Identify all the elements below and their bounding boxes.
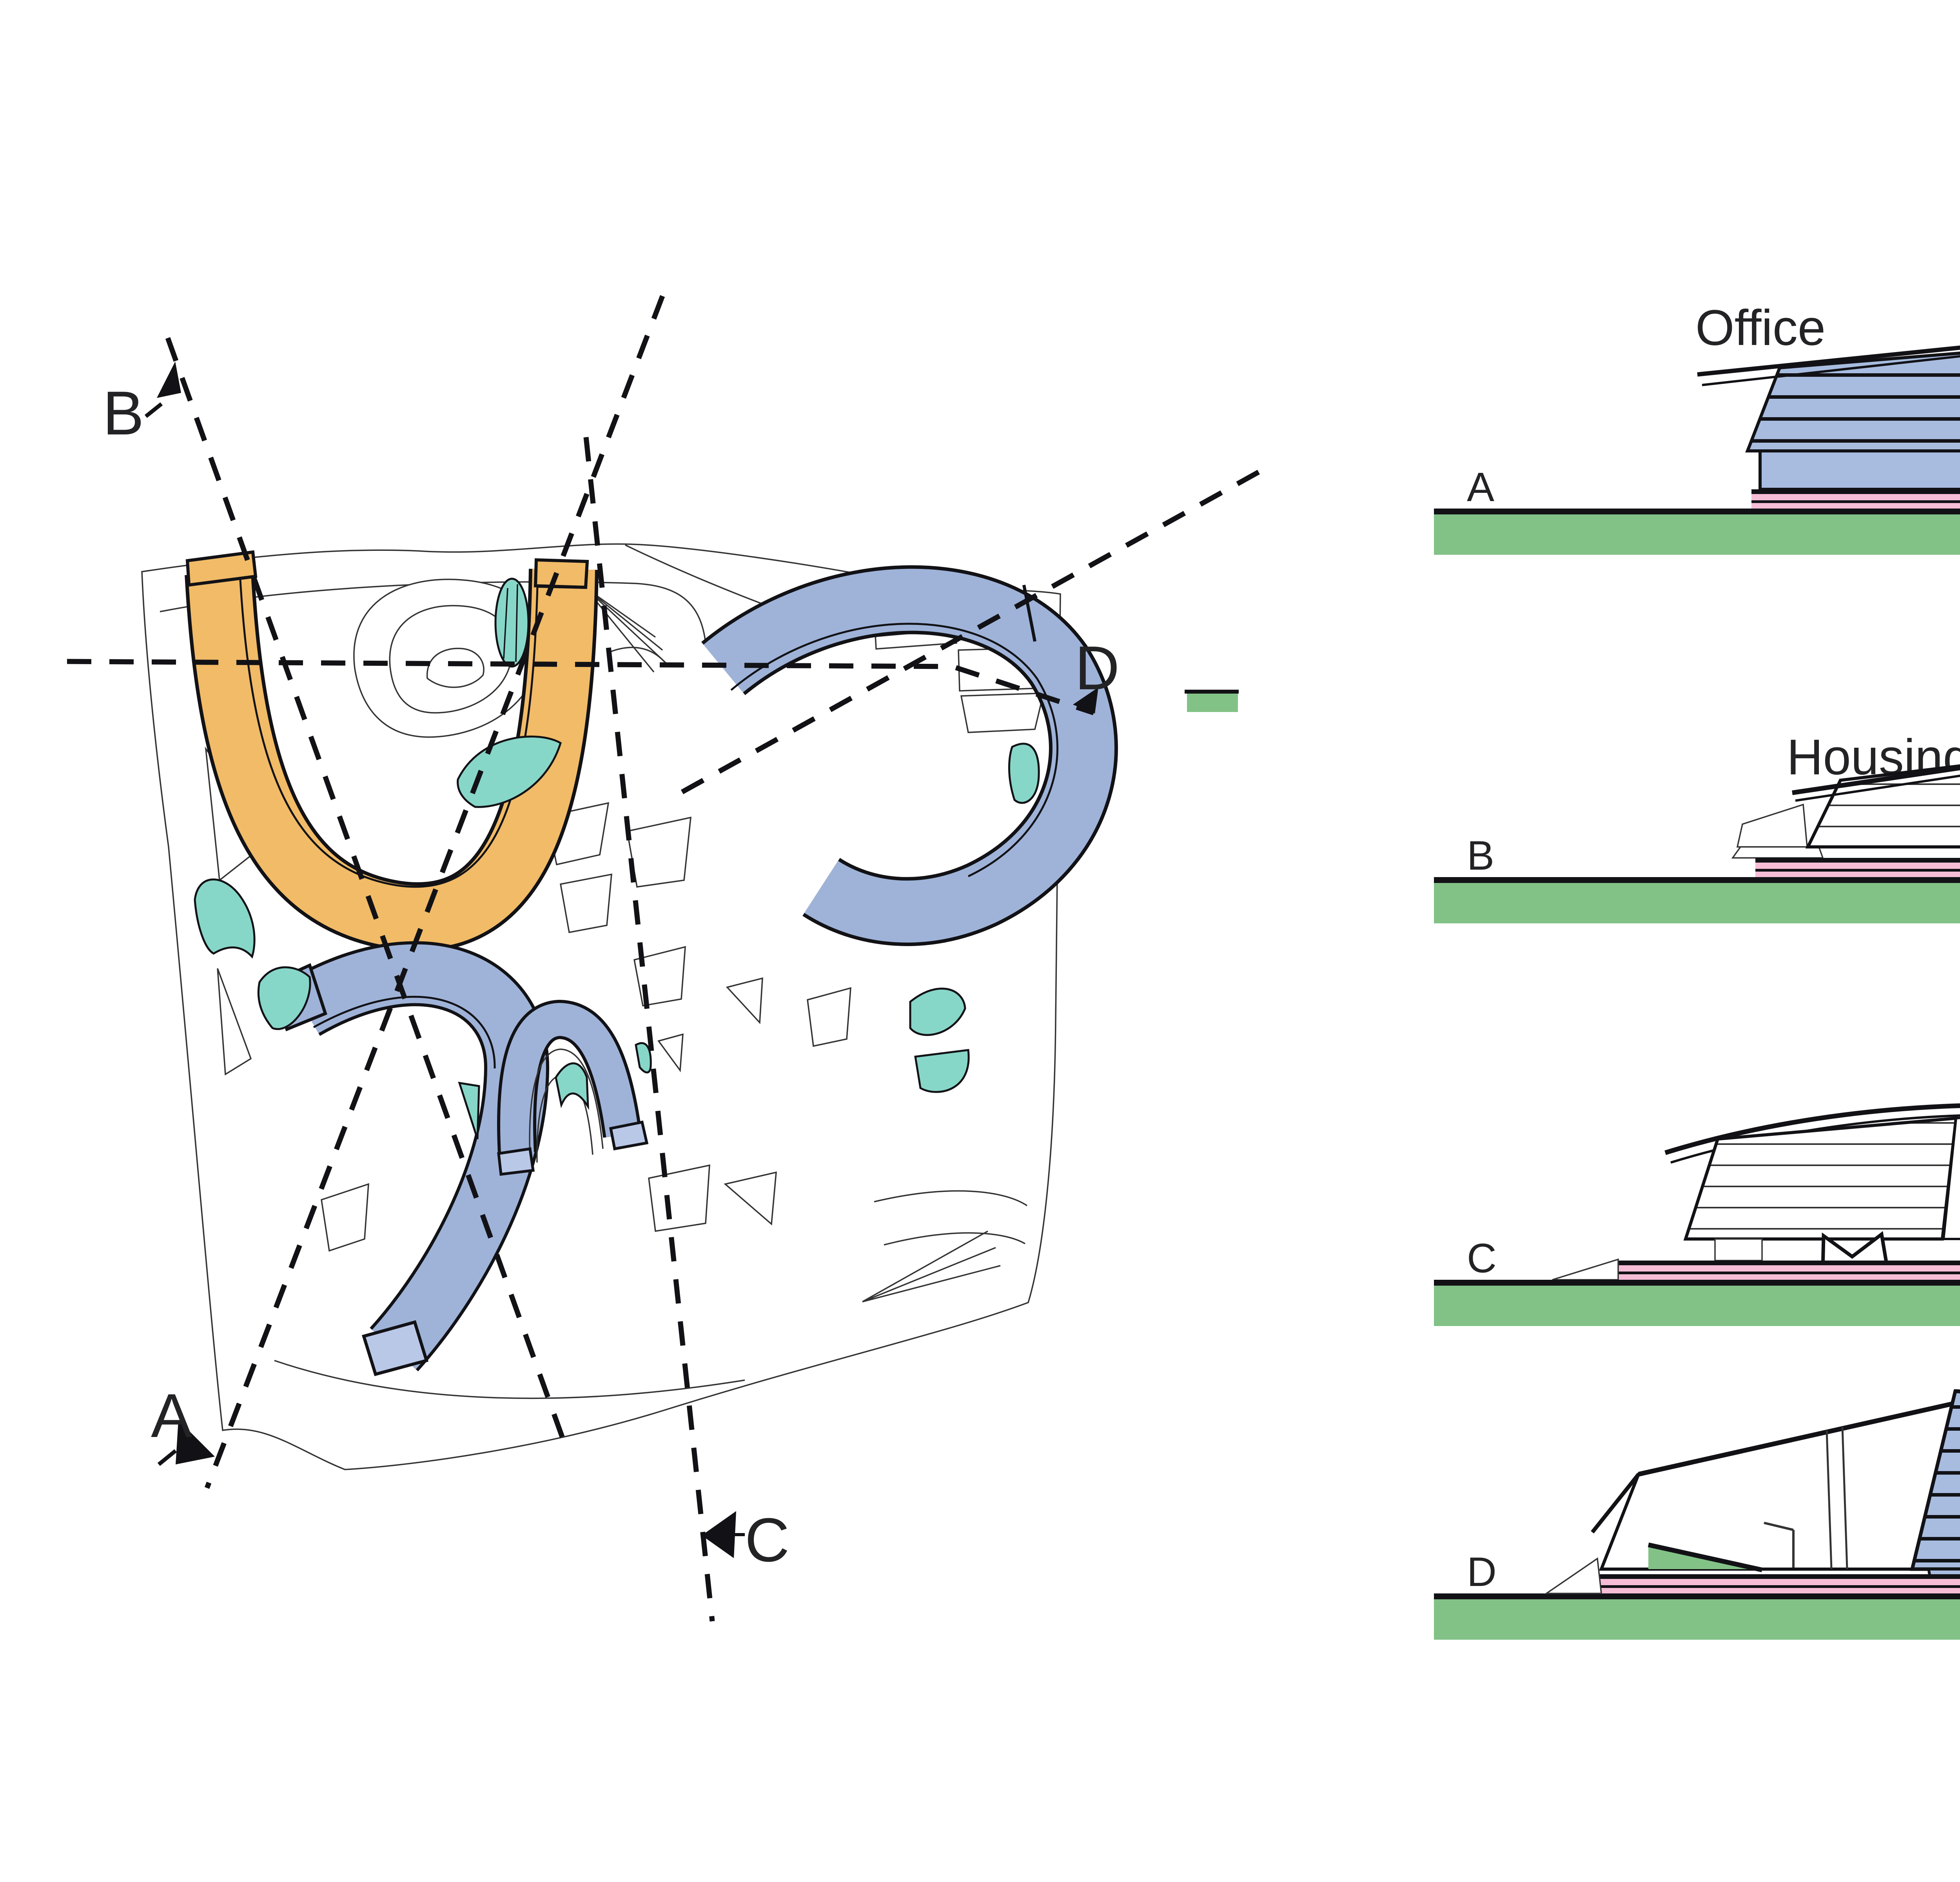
site-boundary — [141, 543, 1061, 1470]
section-a-letter: A — [1467, 464, 1494, 510]
plan-label-c: C — [745, 1506, 789, 1575]
section-b-ground — [1434, 877, 1960, 923]
plan-label-a: A — [151, 1381, 192, 1450]
section-d-letter: D — [1467, 1549, 1497, 1595]
plan-label-b: B — [103, 379, 144, 448]
section-d-buildings — [1591, 1389, 1960, 1590]
section-d-plinth — [1587, 1574, 1960, 1593]
plan-green-parcel — [1185, 690, 1239, 712]
section-b: B Housing — [1434, 729, 1960, 923]
section-line-aux — [681, 462, 1274, 794]
section-a-label-left: Office — [1695, 300, 1826, 356]
plan-teal-patches — [194, 578, 1040, 1139]
section-c-letter: C — [1467, 1235, 1497, 1281]
section-b-letter: B — [1467, 833, 1494, 879]
arrow-c — [702, 1511, 736, 1558]
orange-band-cap-left — [185, 550, 258, 587]
section-line-b — [165, 337, 569, 1450]
office-slab-blue-d — [1910, 1389, 1960, 1571]
section-b-buildings — [1731, 764, 1960, 859]
section-c: C Office — [1434, 1103, 1960, 1326]
section-a-plinth — [1751, 489, 1960, 509]
section-markers: A B C D — [103, 362, 1120, 1575]
site-plan: A B C D — [67, 295, 1274, 1622]
section-line-c — [583, 437, 715, 1622]
blue-band-cap-bottom — [361, 1320, 429, 1376]
section-lines — [67, 295, 1274, 1622]
orange-band-cap-right — [534, 558, 589, 589]
plan-label-d: D — [1075, 634, 1120, 703]
plan-office-band-large — [701, 565, 1118, 946]
section-b-plinth — [1755, 858, 1960, 877]
section-c-ground — [1434, 1280, 1960, 1326]
section-line-d — [67, 659, 1095, 716]
arrow-b — [157, 362, 181, 398]
section-c-plinth — [1552, 1258, 1960, 1281]
section-c-buildings — [1664, 1103, 1960, 1271]
section-a: A Office Office — [1434, 300, 1960, 555]
site-bottom-inner-edge — [274, 1360, 745, 1399]
section-d: D Office Housing — [1434, 1389, 1960, 1640]
site-inner-edge — [160, 581, 706, 643]
arrow-a — [176, 1420, 215, 1464]
section-a-office-left — [1697, 345, 1960, 491]
section-line-a — [204, 295, 665, 1489]
plan-office-band-arch — [497, 999, 649, 1176]
section-d-ground — [1434, 1557, 1960, 1640]
section-a-ground — [1434, 509, 1960, 555]
arrow-d — [1073, 687, 1098, 714]
